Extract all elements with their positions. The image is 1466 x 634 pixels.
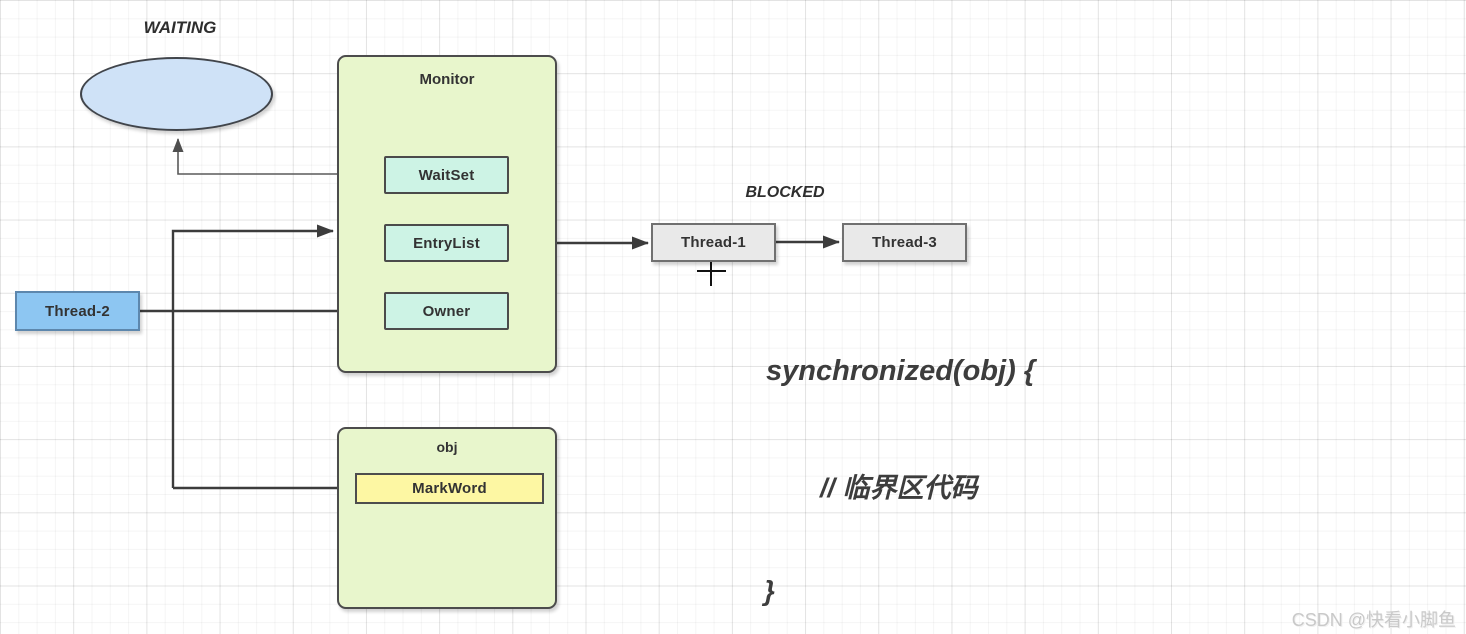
thread-2-label: Thread-2 [45,302,110,320]
owner-label: Owner [422,302,471,320]
obj-title: obj [436,439,458,455]
monitor-title: Monitor [419,71,475,88]
markword-label: MarkWord [412,480,487,497]
code-line-synchronized[interactable]: synchronized(obj) { [766,355,1036,387]
code-line-closing-brace[interactable]: } [764,575,775,606]
csdn-watermark: CSDN @快看小脚鱼 [1291,610,1456,630]
owner-box[interactable]: Owner [384,292,509,330]
thread-3-box[interactable]: Thread-3 [842,223,967,262]
waitset-label: WaitSet [418,166,475,184]
code-line-critical-section[interactable]: // 临界区代码 [820,473,978,503]
entrylist-label: EntryList [413,234,480,252]
waiting-set-ellipse[interactable] [80,57,273,131]
thread-1-box[interactable]: Thread-1 [651,223,776,262]
connector-trunk-to-entrylist[interactable] [171,224,334,488]
thread-1-label: Thread-1 [681,234,746,251]
entrylist-box[interactable]: EntryList [384,224,509,262]
waiting-state-label[interactable]: WAITING [143,18,217,37]
markword-box[interactable]: MarkWord [355,473,544,504]
blocked-state-label[interactable]: BLOCKED [745,184,825,201]
waitset-box[interactable]: WaitSet [384,156,509,194]
thread-2-box[interactable]: Thread-2 [15,291,140,331]
thread-3-label: Thread-3 [872,234,937,251]
obj-box[interactable]: obj [337,427,557,609]
